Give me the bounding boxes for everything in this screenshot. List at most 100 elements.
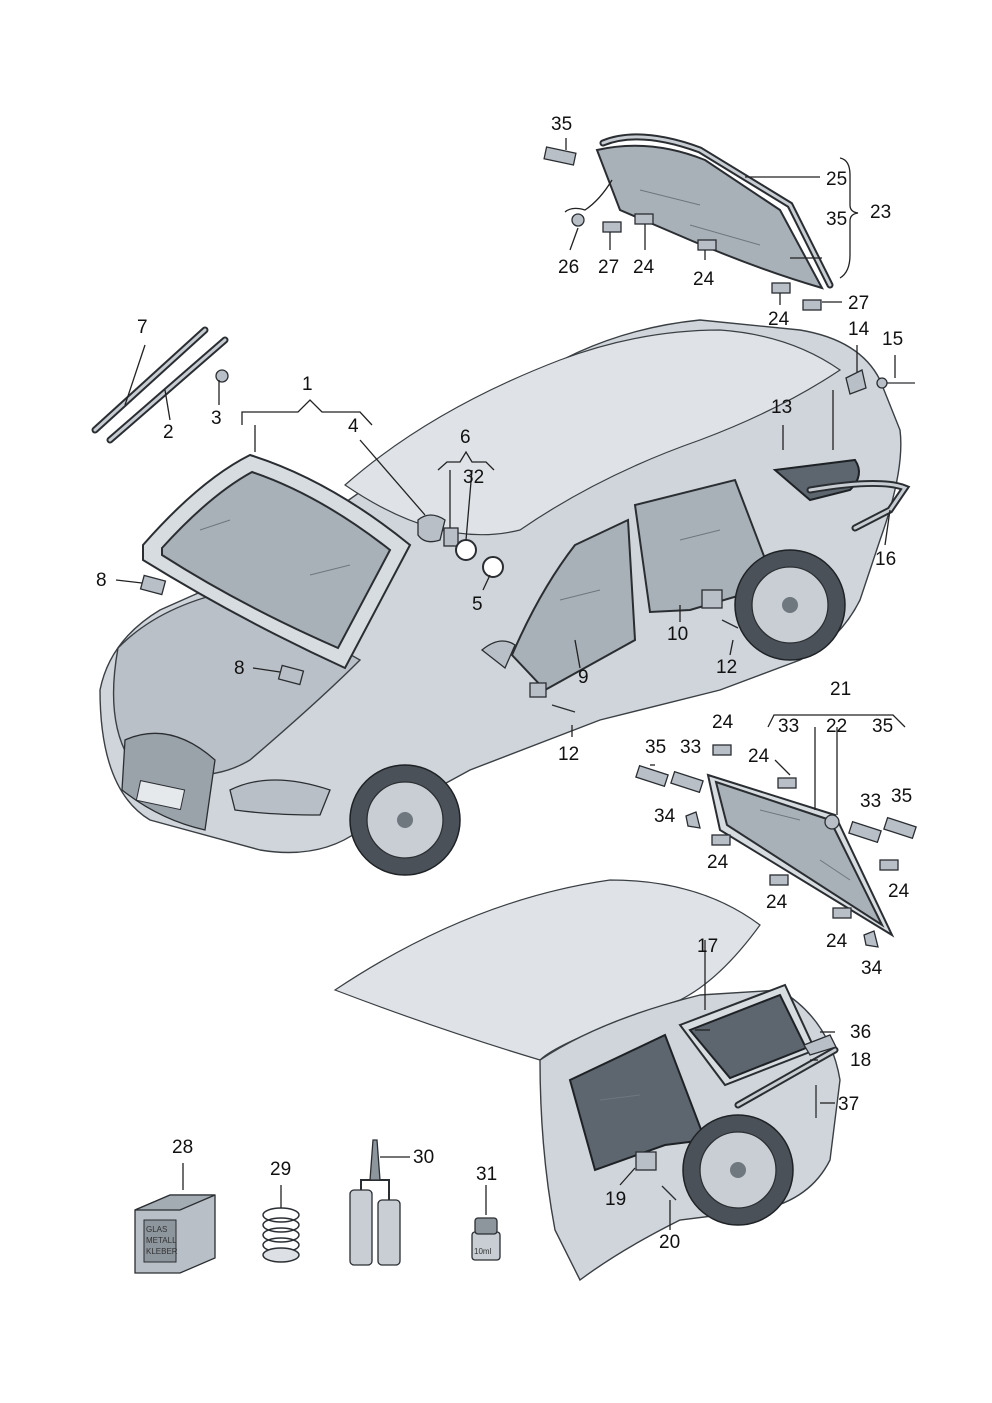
- clip-24-d: [712, 744, 732, 756]
- connector-26: [571, 213, 585, 227]
- callout-35-e: 35: [891, 786, 912, 807]
- callout-24-e: 24: [748, 746, 770, 767]
- callout-15: 15: [882, 329, 903, 350]
- callout-18: 18: [850, 1050, 871, 1071]
- callout-26: 26: [558, 257, 579, 278]
- rear-window-21-assembly: [635, 714, 917, 948]
- bracket-1: [241, 399, 373, 426]
- ring-32: [455, 539, 477, 561]
- callout-24-h: 24: [826, 931, 848, 952]
- callout-24-a: 24: [633, 257, 655, 278]
- bottle-31: 10ml: [471, 1217, 501, 1261]
- clip-24-h: [832, 907, 852, 919]
- sedan-grille: [121, 732, 216, 831]
- strip-35-c: [883, 816, 917, 840]
- screw-12-b: [551, 704, 576, 713]
- callout-17: 17: [697, 936, 718, 957]
- wagon-car-illustration: [333, 879, 841, 1282]
- quarter-glass-13: [772, 458, 860, 502]
- strip-35-b: [635, 764, 669, 788]
- callout-12-b: 12: [716, 657, 737, 678]
- callout-27-a: 27: [598, 257, 619, 278]
- callout-20: 20: [659, 1232, 680, 1253]
- wagon-regulator: [635, 1151, 657, 1171]
- callout-24-b: 24: [693, 269, 715, 290]
- callout-14: 14: [848, 319, 870, 340]
- side-mirror: [480, 640, 516, 670]
- clip-27-b: [802, 299, 822, 311]
- callout-5: 5: [472, 594, 483, 615]
- clip-27: [602, 221, 622, 233]
- clip-24-f: [711, 834, 731, 846]
- callout-33-b: 33: [680, 737, 701, 758]
- callout-34-b: 34: [861, 958, 883, 979]
- callout-32: 32: [463, 467, 484, 488]
- callout-2: 2: [163, 422, 174, 443]
- screw-20: [661, 1185, 677, 1201]
- callout-24-i: 24: [888, 881, 910, 902]
- accessory-items: GLAS METALL KLEBER 10ml: [134, 1139, 501, 1274]
- strip-33-c: [848, 820, 882, 844]
- callout-37: 37: [838, 1094, 859, 1115]
- callout-19: 19: [605, 1189, 626, 1210]
- callout-16: 16: [875, 549, 896, 570]
- callout-35-b: 35: [826, 209, 847, 230]
- adhesive-box-label: [143, 1219, 177, 1263]
- callout-1: 1: [302, 374, 313, 395]
- front-door-glass-9: [510, 518, 637, 692]
- callout-33-c: 33: [860, 791, 881, 812]
- callout-30: 30: [413, 1147, 434, 1168]
- callout-35-d: 35: [645, 737, 666, 758]
- sensor-4: [417, 514, 446, 543]
- callout-34-a: 34: [654, 806, 676, 827]
- callout-29: 29: [270, 1159, 291, 1180]
- box-label-line1: GLAS: [146, 1225, 167, 1234]
- cartridge-30: [349, 1139, 401, 1266]
- callout-33-a: 33: [778, 716, 799, 737]
- callout-8-a: 8: [96, 570, 107, 591]
- block-8-b: [277, 664, 305, 686]
- sedan-car-illustration: [99, 319, 911, 876]
- windshield-glass: [161, 470, 392, 650]
- license-plate: [135, 780, 186, 811]
- callout-24-c: 24: [768, 309, 790, 330]
- clip-36: [803, 1034, 837, 1056]
- strip-35-top: [543, 146, 577, 166]
- coil-29: [262, 1207, 300, 1263]
- bracket-21: [767, 714, 906, 728]
- wagon-roof: [333, 879, 761, 1061]
- block-8-a: [139, 574, 167, 596]
- callout-labels: 35 25 35 23 26 27 24 24 24 27 7 2 3 1 4 …: [96, 114, 912, 1253]
- clip-24-a: [634, 213, 654, 225]
- callout-28: 28: [172, 1137, 193, 1158]
- windshield-small-parts: [91, 326, 915, 713]
- clip-24-b: [697, 239, 717, 251]
- callout-35-c: 35: [872, 716, 893, 737]
- sedan-roof: [344, 329, 842, 536]
- rear-window-assembly: [543, 133, 859, 311]
- rear-window-wire: [564, 179, 613, 213]
- bracket-23: [839, 157, 859, 279]
- box-label-line3: KLEBER: [146, 1247, 178, 1256]
- callout-24-f: 24: [707, 852, 729, 873]
- clip-3: [215, 369, 229, 383]
- rear-door-glass-10: [633, 478, 777, 614]
- clip-14: [845, 369, 867, 395]
- clip-24-i: [879, 859, 899, 871]
- callout-25: 25: [826, 169, 847, 190]
- callout-6: 6: [460, 427, 471, 448]
- callout-27-b: 27: [848, 293, 869, 314]
- callout-9: 9: [578, 667, 589, 688]
- callout-7: 7: [137, 317, 148, 338]
- bottle-label: 10ml: [474, 1247, 492, 1256]
- ring-5: [482, 556, 504, 578]
- callout-24-g: 24: [766, 892, 788, 913]
- leader-lines: [115, 138, 896, 1230]
- rear-window-21-glass: [714, 780, 885, 928]
- clip-24-e: [777, 777, 797, 789]
- callout-24-d: 24: [712, 712, 734, 733]
- clip-22: [824, 814, 840, 830]
- bracket-6: [437, 450, 495, 471]
- rear-window-glass: [595, 144, 825, 290]
